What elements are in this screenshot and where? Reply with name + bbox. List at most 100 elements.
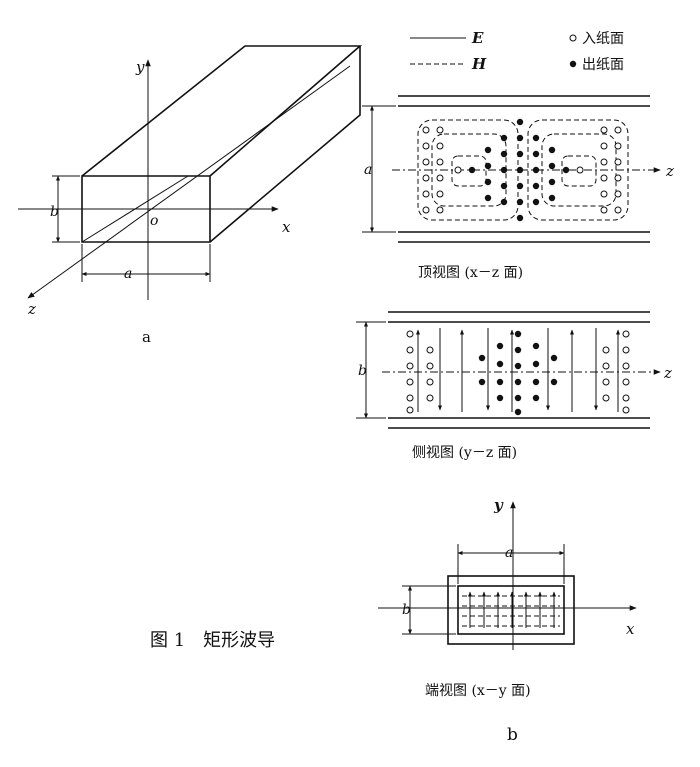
top-out-marker <box>548 146 556 154</box>
side-into-marker <box>622 362 630 370</box>
end-inner-wall <box>457 585 565 635</box>
end-outer-wall <box>447 575 575 645</box>
top-into-marker <box>600 174 608 182</box>
dim-a-label: a <box>124 266 132 282</box>
top-out-marker <box>532 198 540 206</box>
end-axis-y-label: y <box>493 496 504 514</box>
figure-title: 图 1 矩形波导 <box>150 630 275 651</box>
top-out-marker <box>532 182 540 190</box>
axis-x-label: x <box>282 218 291 236</box>
side-out-marker <box>496 360 504 368</box>
side-into-marker <box>406 330 414 338</box>
legend-h-label: H <box>471 55 487 73</box>
side-axis-z-label: z <box>663 364 672 382</box>
top-center-marker <box>562 166 570 174</box>
top-into-marker <box>422 190 430 198</box>
legend-e-label: E <box>471 29 484 47</box>
top-out-marker <box>516 134 524 142</box>
side-field-dots <box>406 330 630 416</box>
waveguide-side-face-edges <box>209 46 361 243</box>
end-axis-x-label: x <box>626 620 635 638</box>
top-out-marker <box>500 166 508 174</box>
side-into-marker <box>406 406 414 414</box>
top-out-marker <box>548 178 556 186</box>
side-into-marker <box>602 346 610 354</box>
top-into-marker <box>600 142 608 150</box>
top-into-marker <box>436 190 444 198</box>
top-out-marker <box>548 194 556 202</box>
side-into-marker <box>426 346 434 354</box>
side-out-marker <box>550 354 558 362</box>
side-into-marker <box>622 330 630 338</box>
side-out-marker <box>496 342 504 350</box>
legend-out-page-icon <box>569 60 577 68</box>
top-into-marker <box>614 126 622 134</box>
top-dim-a-label: a <box>364 162 372 178</box>
end-dim-a-label: a <box>505 545 513 561</box>
top-axis-z-label: z <box>665 162 674 180</box>
top-into-marker <box>614 174 622 182</box>
side-into-marker <box>602 394 610 402</box>
top-out-marker <box>484 178 492 186</box>
side-out-marker <box>532 378 540 386</box>
side-out-marker <box>514 408 522 416</box>
waveguide-top-face-edges <box>81 45 363 177</box>
top-into-marker <box>422 158 430 166</box>
end-dim-b-label: b <box>402 602 411 618</box>
legend-out-label: 出纸面 <box>582 57 624 73</box>
top-out-marker <box>532 150 540 158</box>
top-into-marker <box>436 206 444 214</box>
side-into-marker <box>622 378 630 386</box>
top-out-marker <box>516 118 524 126</box>
side-out-marker <box>514 362 522 370</box>
top-into-marker <box>436 126 444 134</box>
side-into-marker <box>622 406 630 414</box>
top-into-marker <box>600 206 608 214</box>
axis-z-label: z <box>27 300 36 318</box>
side-into-marker <box>622 394 630 402</box>
top-out-marker <box>500 134 508 142</box>
legend: E H 入纸面 出纸面 <box>410 29 624 73</box>
top-into-marker <box>422 206 430 214</box>
top-out-marker <box>484 194 492 202</box>
top-field-dots <box>422 118 622 222</box>
side-into-marker <box>426 394 434 402</box>
side-view: b z 侧视图 (y－z 面) <box>356 311 672 461</box>
top-into-marker <box>422 126 430 134</box>
side-out-marker <box>496 394 504 402</box>
top-out-marker <box>516 150 524 158</box>
top-into-marker <box>614 206 622 214</box>
top-into-marker <box>436 174 444 182</box>
top-into-marker <box>614 190 622 198</box>
top-out-marker <box>516 214 524 222</box>
side-out-marker <box>550 378 558 386</box>
side-into-marker <box>602 362 610 370</box>
side-into-marker <box>406 362 414 370</box>
top-into-marker <box>614 158 622 166</box>
top-out-marker <box>532 166 540 174</box>
top-into-marker <box>600 158 608 166</box>
side-dim-b-label: b <box>358 363 367 379</box>
dim-b-label: b <box>50 204 59 220</box>
side-out-marker <box>514 394 522 402</box>
top-into-marker <box>614 142 622 150</box>
top-into-marker <box>422 174 430 182</box>
top-out-marker <box>500 150 508 158</box>
top-out-marker <box>500 182 508 190</box>
top-into-marker <box>600 190 608 198</box>
side-into-marker <box>426 378 434 386</box>
legend-into-page-icon <box>569 34 577 42</box>
top-into-marker <box>436 142 444 150</box>
side-out-marker <box>514 330 522 338</box>
end-field-grid <box>462 591 560 628</box>
top-h-loop-right-inner <box>561 155 597 187</box>
panel-a-caption: a <box>142 328 151 346</box>
side-out-marker <box>532 394 540 402</box>
top-out-marker <box>532 134 540 142</box>
top-out-marker <box>500 198 508 206</box>
side-into-marker <box>406 346 414 354</box>
top-out-marker <box>548 162 556 170</box>
panel-a-3d-waveguide: y x z o b a a <box>18 45 363 346</box>
panel-b-caption: b <box>507 725 518 745</box>
